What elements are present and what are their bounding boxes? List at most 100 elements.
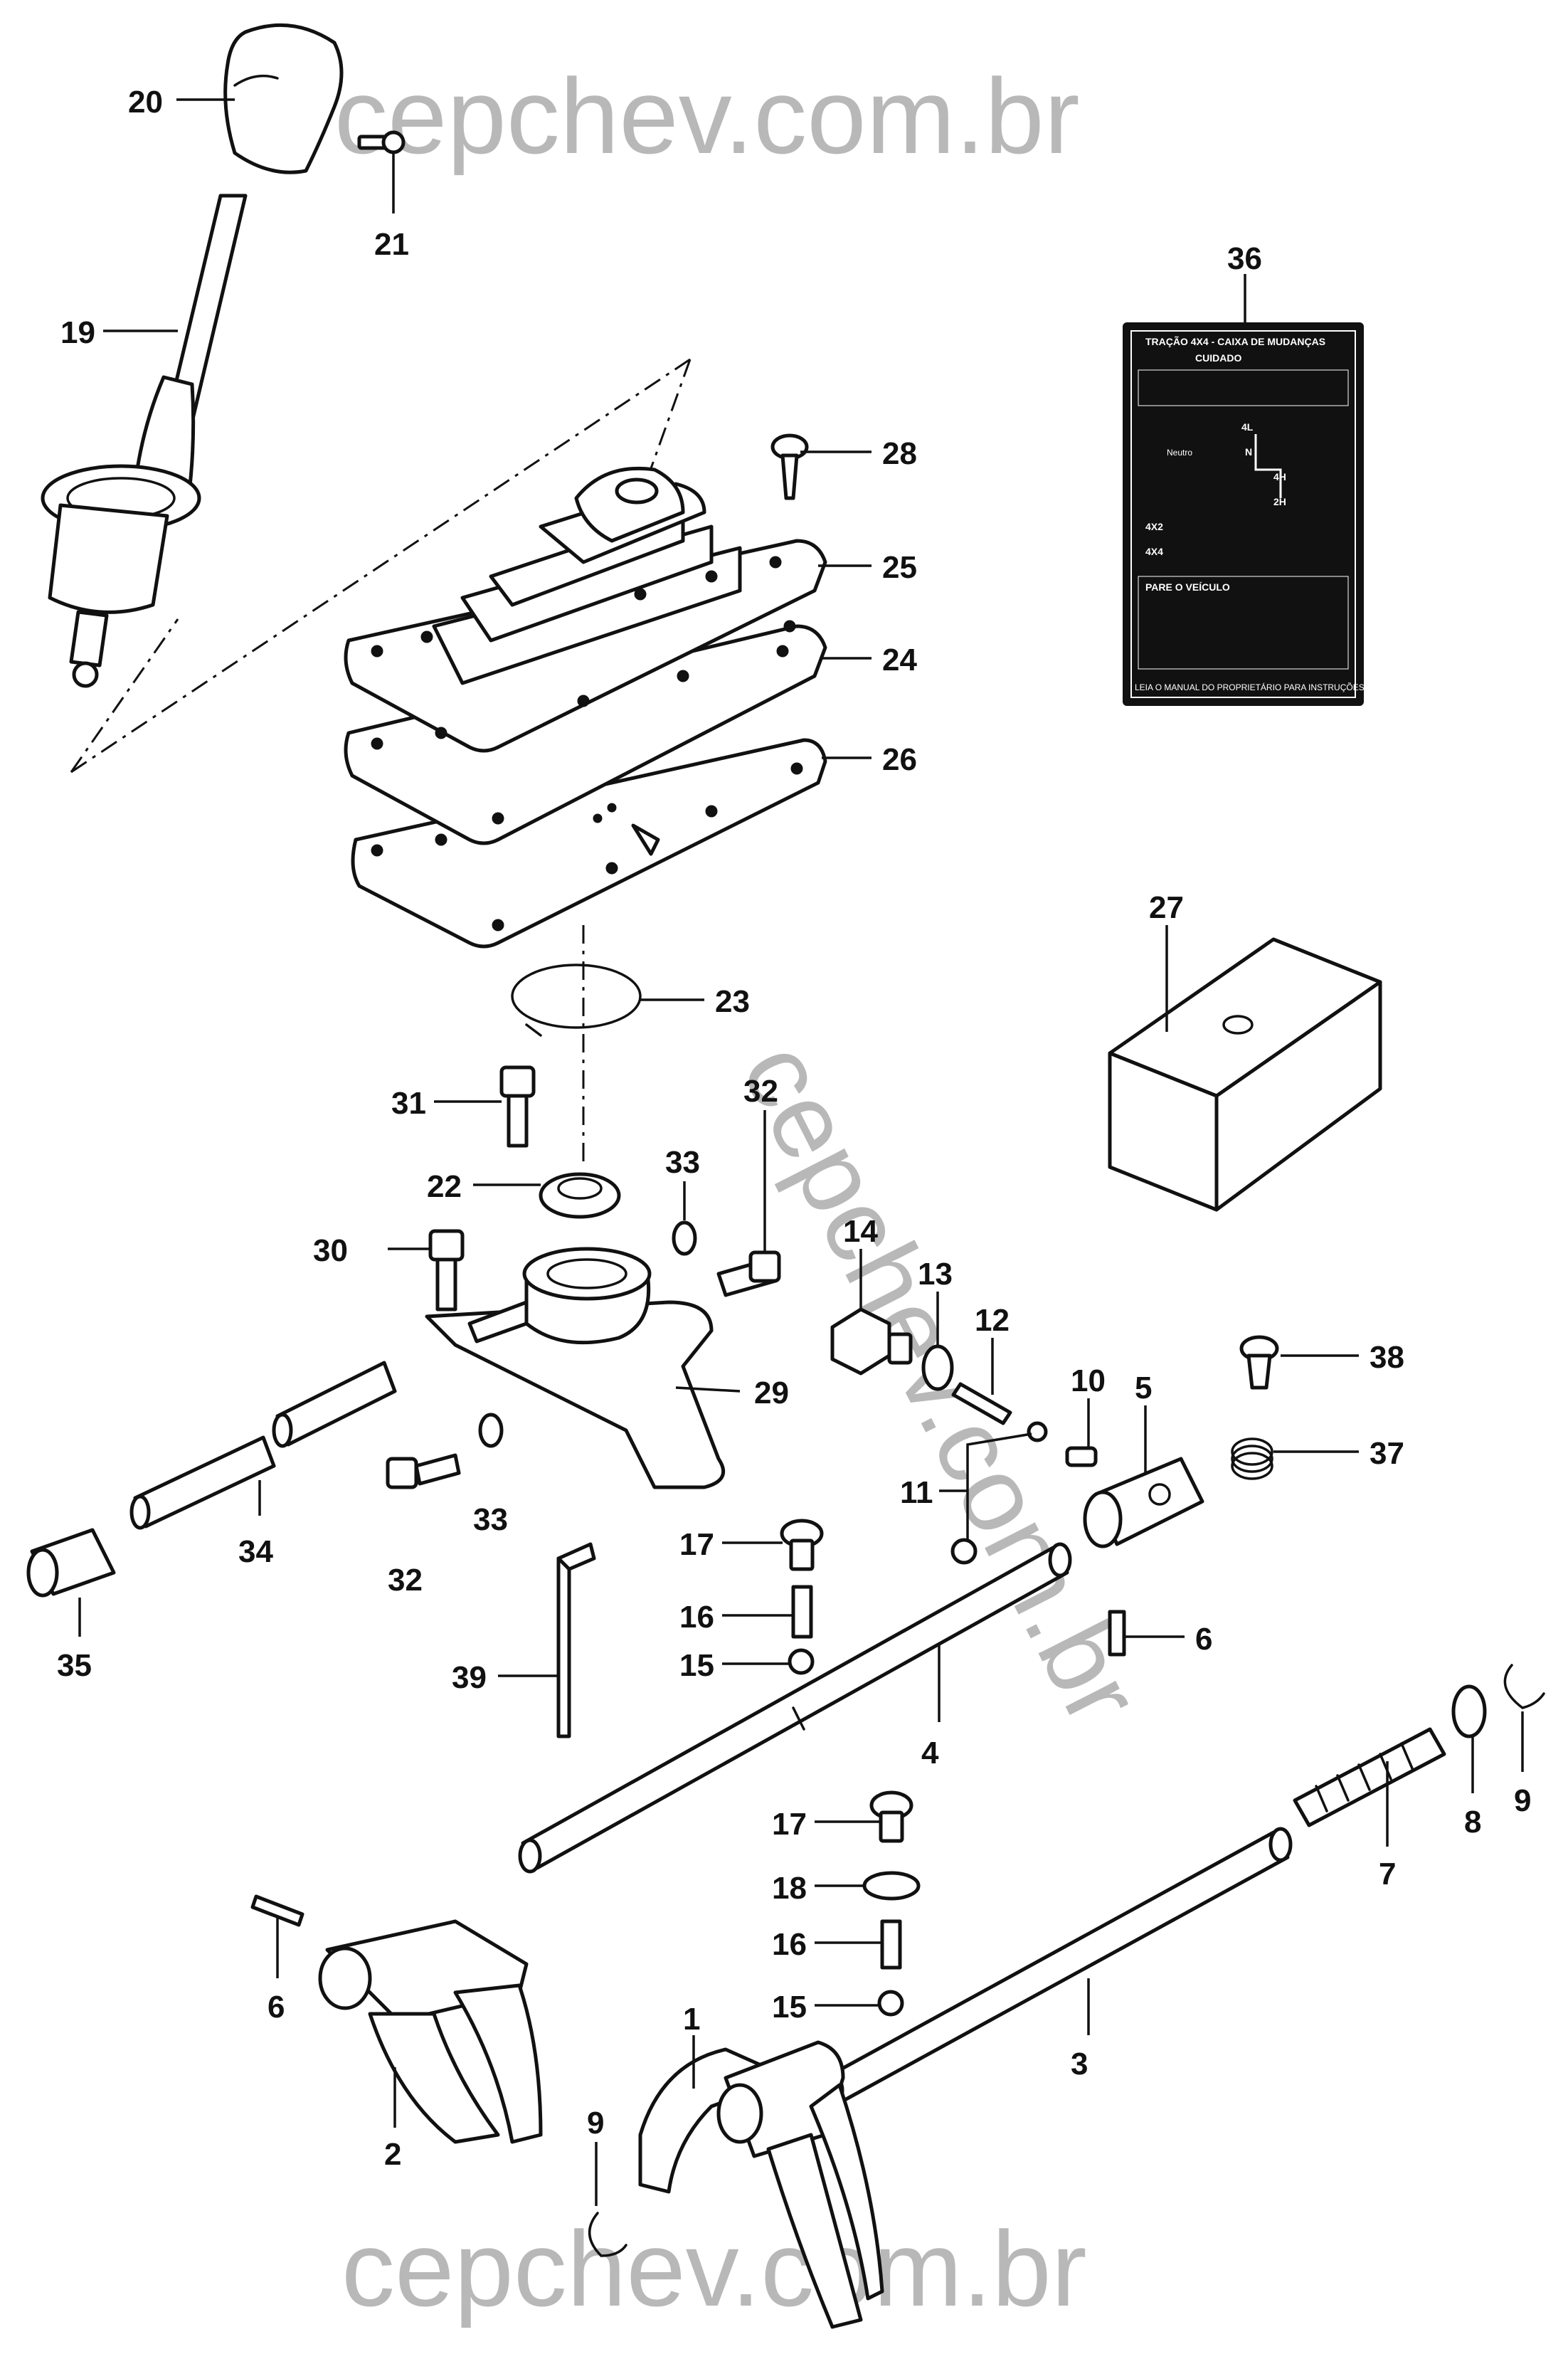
part-shift-lever [41,194,248,688]
callout-8: 8 [1464,1805,1481,1840]
part-bolt-30 [428,1229,465,1311]
part-rod-39 [556,1542,596,1738]
callout-19: 19 [60,315,95,350]
callout-29: 29 [754,1376,789,1410]
part-bolt-32-bottom [386,1453,461,1489]
part-gasket-24 [344,624,827,845]
decal-mode-4x4: 4X4 [1145,546,1163,557]
callout-37: 37 [1370,1436,1404,1471]
part-clip-9-right [1503,1664,1545,1709]
callout-14: 14 [843,1214,878,1249]
part-screw-21 [357,130,406,154]
watermark-bottom: cepchev.com.br [341,2209,1087,2328]
decal-stop: PARE O VEÍCULO [1145,581,1230,593]
callout-36: 36 [1227,241,1262,276]
callout-7: 7 [1379,1857,1396,1891]
leader-dash-1 [70,358,691,774]
part-pin-6-left [250,1894,304,1927]
label-decal-36: TRAÇÃO 4X4 - CAIXA DE MUDANÇAS CUIDADO 4… [1123,322,1416,706]
part-fork-1 [638,2040,884,2329]
part-ball-11-a [1027,1421,1048,1442]
part-endcap-35 [26,1528,116,1598]
small-screws-26 [593,803,660,856]
part-rail-4 [518,1542,1072,1874]
decal-warning: CUIDADO [1195,352,1241,364]
part-bushing-22 [539,1172,621,1219]
callout-22: 22 [427,1169,462,1204]
decal-pos-2h: 2H [1273,496,1286,507]
callout-6-left: 6 [267,1990,285,2025]
part-bolt-17-upper [780,1519,824,1571]
part-ring-23 [511,964,642,1037]
decal-neutral: Neutro [1167,448,1192,458]
callout-38: 38 [1370,1340,1404,1375]
callout-30: 30 [313,1233,348,1268]
callout-17-upper: 17 [679,1527,714,1562]
part-box-27 [1108,937,1382,1212]
leader-dash-2 [70,618,179,773]
part-washer-13 [921,1344,954,1391]
callout-28: 28 [882,436,917,471]
callout-32-lower: 32 [388,1563,423,1598]
callout-20: 20 [128,85,163,120]
callout-18: 18 [772,1871,807,1906]
callout-26: 26 [882,742,917,777]
part-spring-12 [951,1382,1012,1425]
part-washer-18 [862,1871,921,1901]
part-ball-11-b [950,1538,978,1565]
part-washer-33-bottom [478,1413,504,1448]
decal-pos-n: N [1245,446,1252,458]
part-bolt-32-top [716,1250,781,1297]
callout-15-upper: 15 [679,1648,714,1683]
callout-33: 33 [665,1145,700,1180]
callout-33-lower: 33 [473,1502,508,1537]
part-washer-8 [1451,1684,1487,1738]
callout-32: 32 [743,1074,778,1109]
decal-title: TRAÇÃO 4X4 - CAIXA DE MUDANÇAS [1145,335,1325,347]
part-washer-33-top [672,1220,697,1256]
part-pin-6-right [1108,1610,1126,1657]
leader-lines [78,98,1524,2206]
part-block-5 [1083,1457,1204,1548]
callout-numbers: 20 21 19 36 28 25 24 26 27 23 31 32 33 2… [57,85,1531,2172]
callout-35: 35 [57,1648,92,1683]
callout-3: 3 [1071,2047,1088,2081]
callout-9-right: 9 [1514,1783,1531,1818]
part-bolt-17-lower [869,1790,913,1843]
callout-4: 4 [921,1736,939,1770]
callout-11: 11 [900,1475,933,1510]
part-plate-26 [351,738,827,949]
callout-5: 5 [1135,1371,1152,1405]
callout-16-upper: 16 [679,1600,714,1635]
callout-25: 25 [882,550,917,585]
callout-9-left: 9 [587,2106,604,2141]
callout-6-right: 6 [1195,1622,1212,1657]
part-pin-10 [1065,1446,1098,1467]
callout-1: 1 [683,2002,700,2037]
part-bolt-31 [499,1065,536,1148]
part-ball-15-upper [788,1648,815,1675]
callout-2: 2 [384,2137,401,2172]
part-spring-37 [1231,1437,1273,1480]
part-fork-2 [318,1919,543,2144]
part-spring-16-lower [880,1919,902,1970]
watermark-top: cepchev.com.br [334,56,1080,176]
callout-39: 39 [452,1660,487,1695]
callout-12: 12 [975,1303,1010,1338]
callout-13: 13 [918,1257,953,1292]
part-housing-29 [425,1247,726,1489]
decal-mode-4x2: 4X2 [1145,521,1163,532]
callout-15-lower: 15 [772,1990,807,2025]
part-clip-9-left [588,2212,627,2257]
decal-footer: LEIA O MANUAL DO PROPRIETÁRIO PARA INSTR… [1135,682,1416,692]
callout-24: 24 [882,643,917,677]
mounting-holes [371,556,803,931]
part-spring-7 [1293,1727,1446,1827]
callout-10: 10 [1071,1363,1106,1398]
callout-23: 23 [715,984,750,1019]
callout-21: 21 [374,227,409,262]
part-spring-16-upper [791,1585,813,1639]
part-rod-34 [129,1361,397,1530]
part-bolt-38 [1239,1335,1279,1390]
